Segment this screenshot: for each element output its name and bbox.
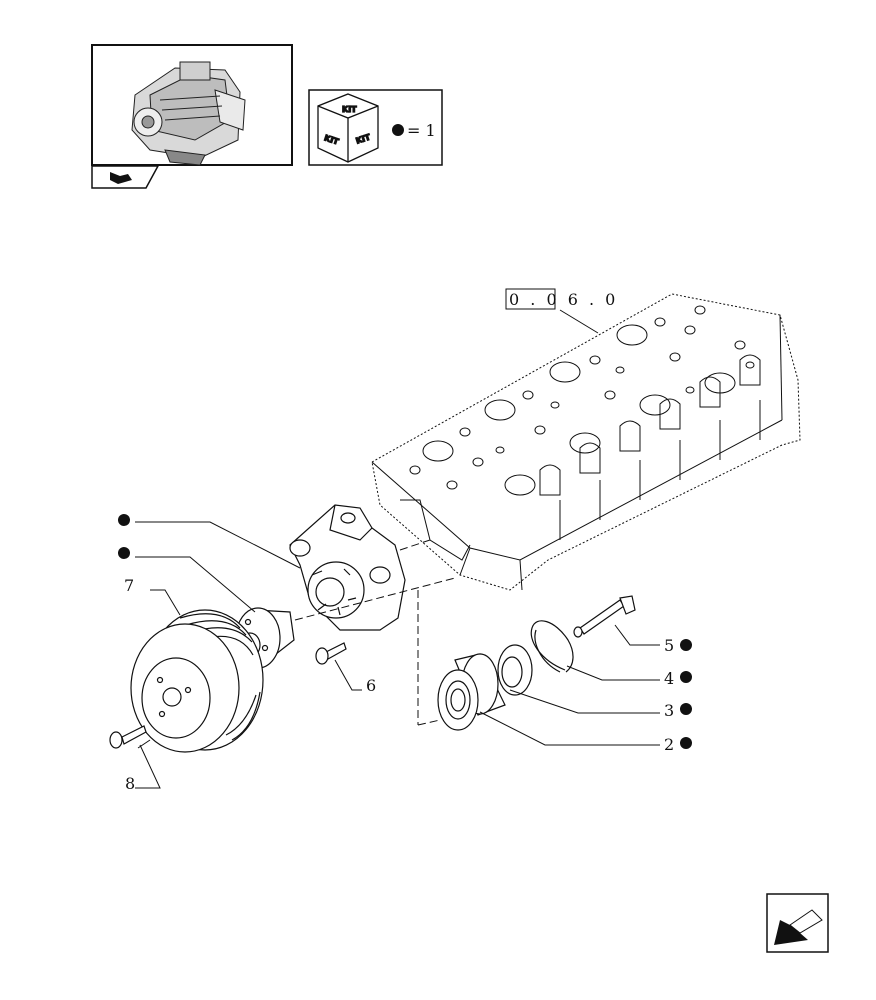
assembly-dashed-lines — [294, 539, 456, 726]
next-arrow-button[interactable] — [766, 893, 829, 953]
callout-7: 7 — [124, 576, 134, 595]
back-arrow-button[interactable] — [91, 165, 160, 189]
cylinder-head-drawing — [371, 293, 801, 591]
callout-6: 6 — [366, 676, 376, 695]
engine-thumbnail[interactable] — [91, 44, 293, 189]
reference-code-text: 0 . 0 6 . 0 — [509, 290, 618, 309]
cylinder-bores — [422, 324, 736, 496]
pulley — [130, 609, 264, 753]
water-pump-body — [289, 504, 406, 631]
kit-equals-text: = 1 — [407, 121, 436, 140]
callout-labels: 7 8 6 5 4 3 2 — [124, 576, 674, 793]
callout-5: 5 — [664, 636, 674, 655]
bearing — [437, 653, 506, 731]
leader-lines — [135, 521, 660, 789]
callout-3: 3 — [664, 701, 674, 720]
filled-circle-icon — [118, 514, 130, 526]
bolt-5 — [573, 595, 636, 638]
filled-circle-icon — [118, 547, 130, 559]
seal — [497, 644, 533, 696]
back-arrow-icon — [110, 172, 132, 184]
kit-legend: KIT KIT KIT = 1 — [308, 89, 443, 166]
head-ports — [539, 354, 761, 496]
engine-thumbnail-icon — [131, 61, 246, 166]
filled-circle-icon — [392, 124, 404, 136]
callout-4: 4 — [664, 669, 674, 688]
next-arrow-icon — [774, 909, 823, 945]
filled-circle-icon — [680, 703, 692, 715]
snap-ring — [530, 620, 574, 673]
filled-circle-icon — [680, 671, 692, 683]
callout-2: 2 — [664, 735, 674, 754]
callout-8: 8 — [125, 774, 135, 793]
kit-label-top: KIT — [342, 105, 357, 114]
reference-code[interactable]: 0 . 0 6 . 0 — [505, 288, 618, 334]
filled-circle-icon — [680, 737, 692, 749]
bolt-8 — [109, 725, 147, 749]
filled-circle-icon — [680, 639, 692, 651]
bolt-6 — [315, 642, 347, 665]
head-holes — [409, 305, 755, 490]
kit-dots — [118, 514, 692, 749]
